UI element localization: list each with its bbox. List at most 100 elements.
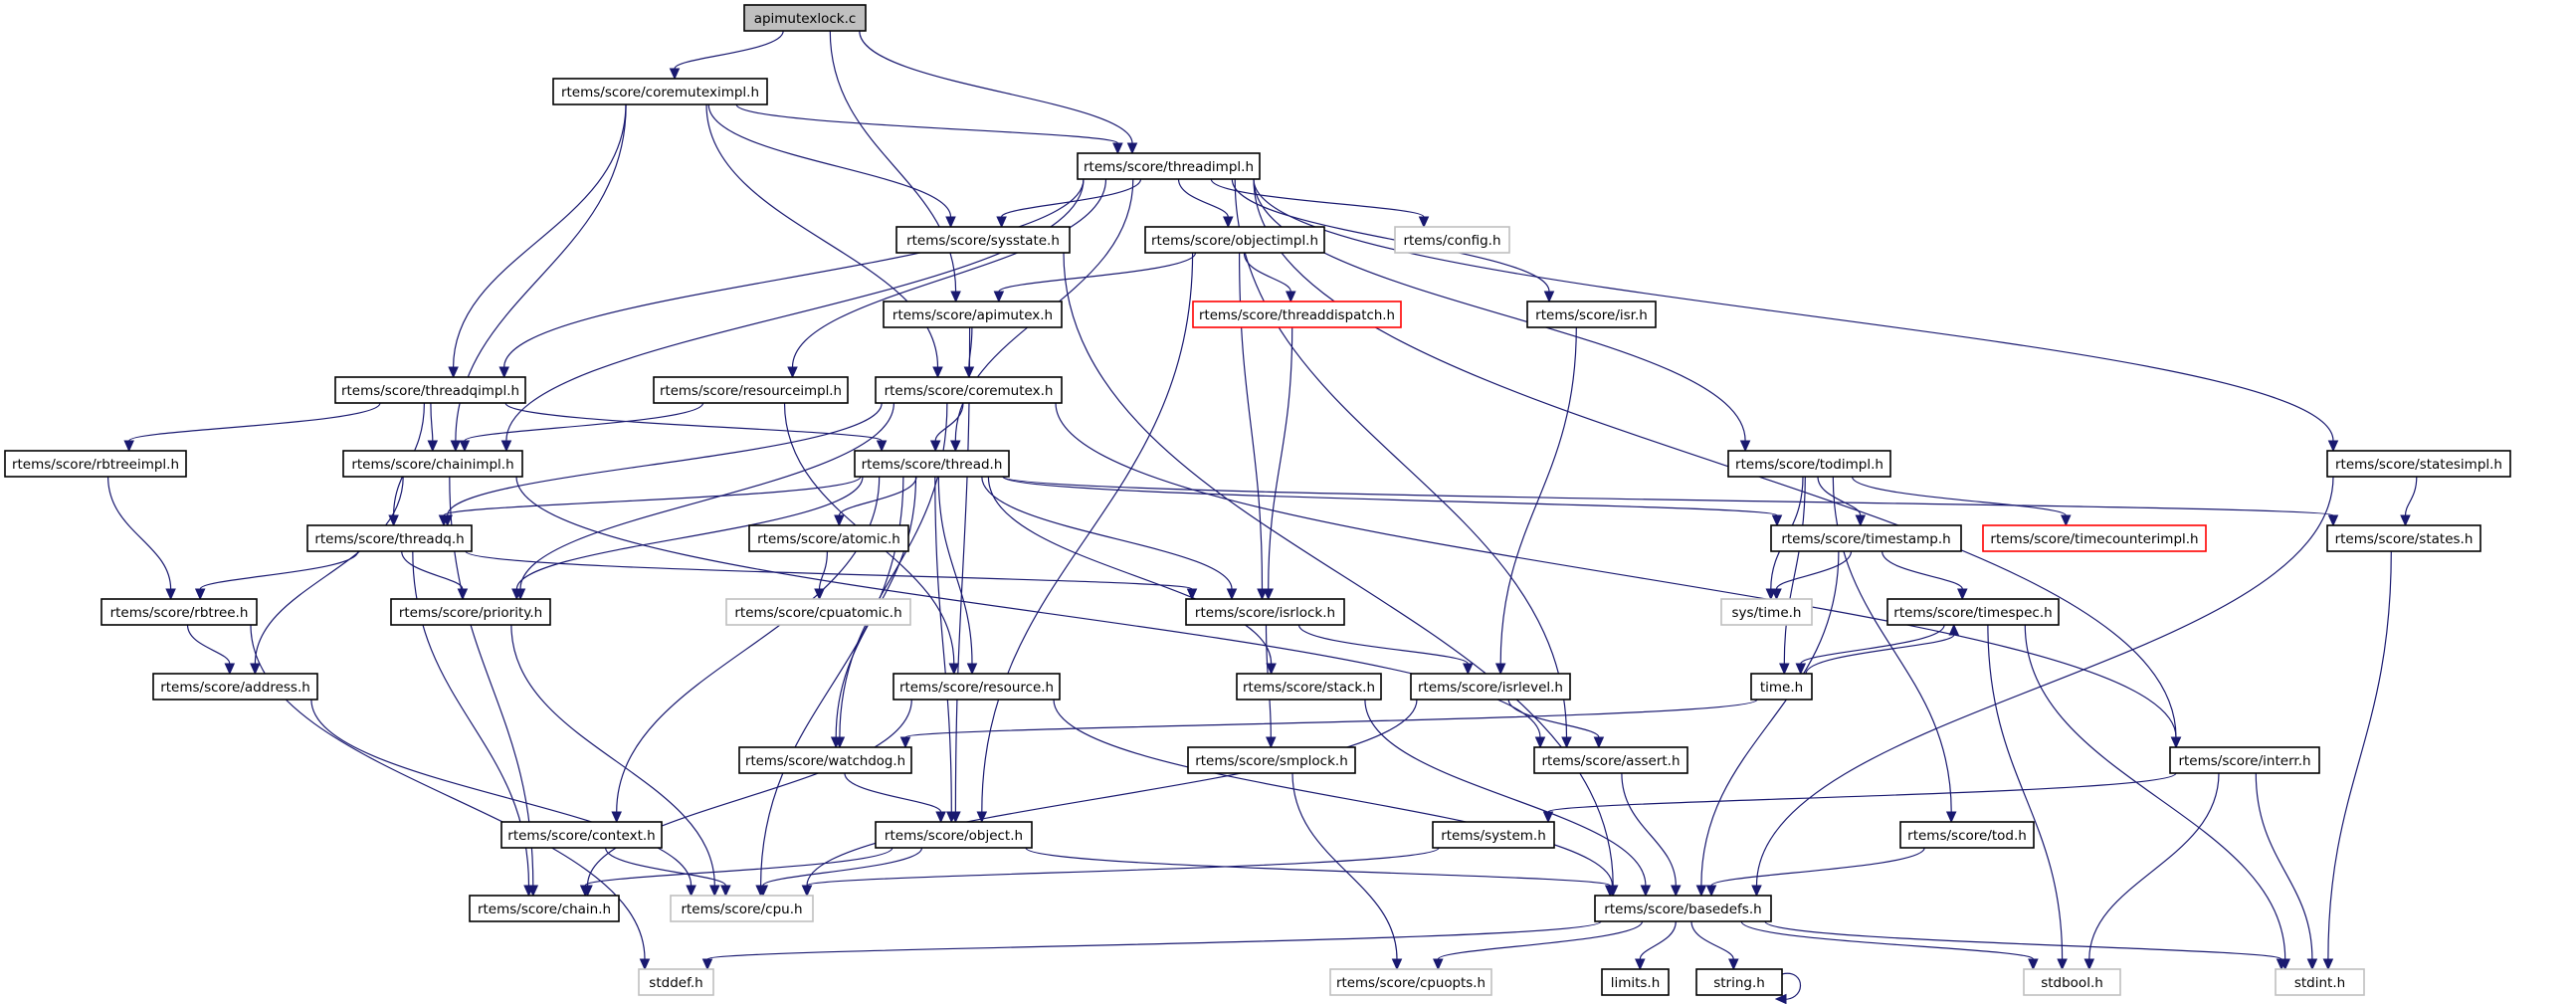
node-stdbool-h[interactable]: stdbool.h — [2023, 968, 2121, 996]
edge-timestamp-h-to-basedefs-h — [1695, 550, 1840, 898]
node-box — [875, 376, 1063, 404]
node-watchdog-h[interactable]: rtems/score/watchdog.h — [738, 746, 912, 774]
node-priority-h[interactable]: rtems/score/priority.h — [390, 598, 551, 626]
edge-object-h-to-chain-h — [579, 847, 893, 898]
node-basedefs-h[interactable]: rtems/score/basedefs.h — [1594, 895, 1772, 922]
node-system-h[interactable]: rtems/system.h — [1432, 821, 1555, 849]
node-coremutex-h[interactable]: rtems/score/coremutex.h — [875, 376, 1063, 404]
edge-chainimpl-h-to-address-h — [250, 476, 404, 676]
edge-apimutexlock-c-to-threadimpl-h — [859, 30, 1138, 155]
node-resourceimpl-h[interactable]: rtems/score/resourceimpl.h — [653, 376, 849, 404]
edge-threadq-h-to-isrlock-h — [465, 550, 1198, 601]
node-interr-h[interactable]: rtems/score/interr.h — [2169, 746, 2320, 774]
node-chainimpl-h[interactable]: rtems/score/chainimpl.h — [342, 450, 523, 478]
arrowhead-icon — [2028, 958, 2039, 971]
node-label: rtems/score/tod.h — [1907, 828, 2027, 844]
arrowhead-icon — [1705, 885, 1717, 898]
node-timespec-h[interactable]: rtems/score/timespec.h — [1886, 598, 2060, 626]
arrowhead-icon — [224, 663, 236, 676]
node-label: time.h — [1760, 680, 1803, 696]
node-atomic-h[interactable]: rtems/score/atomic.h — [748, 524, 909, 552]
arrowhead-icon — [1779, 663, 1790, 676]
node-isrlock-h[interactable]: rtems/score/isrlock.h — [1185, 598, 1345, 626]
node-thread-h[interactable]: rtems/score/thread.h — [854, 450, 1010, 478]
node-isrlevel-h[interactable]: rtems/score/isrlevel.h — [1410, 673, 1571, 701]
node-sysstate-h[interactable]: rtems/score/sysstate.h — [895, 226, 1071, 254]
node-time-h[interactable]: time.h — [1750, 673, 1813, 701]
arrowhead-icon — [1771, 588, 1782, 601]
node-box — [1533, 746, 1688, 774]
arrowhead-icon — [1728, 958, 1739, 971]
arrowhead-icon — [1774, 993, 1787, 1004]
edge-basedefs-h-to-limits-h — [1635, 920, 1677, 971]
node-resource-h[interactable]: rtems/score/resource.h — [892, 673, 1061, 701]
node-stdint-h[interactable]: stdint.h — [2275, 968, 2365, 996]
node-cpuatomic-h[interactable]: rtems/score/cpuatomic.h — [725, 598, 911, 626]
node-threadqimpl-h[interactable]: rtems/score/threadqimpl.h — [334, 376, 526, 404]
arrowhead-icon — [929, 440, 941, 453]
node-cpuopts-h[interactable]: rtems/score/cpuopts.h — [1329, 968, 1492, 996]
node-label: rtems/score/smplock.h — [1195, 753, 1348, 769]
node-stddef-h[interactable]: stddef.h — [638, 968, 714, 996]
node-assert-h[interactable]: rtems/score/assert.h — [1533, 746, 1688, 774]
node-timecounterimpl-h[interactable]: rtems/score/timecounterimpl.h — [1982, 524, 2207, 552]
node-apimutex-h[interactable]: rtems/score/apimutex.h — [883, 301, 1063, 328]
arrowhead-icon — [1112, 142, 1123, 155]
node-chain-h[interactable]: rtems/score/chain.h — [469, 895, 620, 922]
node-box — [1236, 673, 1382, 701]
edge-threadq-h-to-rbtree-h — [194, 550, 359, 601]
arrowhead-icon — [1391, 958, 1403, 971]
node-threadimpl-h[interactable]: rtems/score/threadimpl.h — [1077, 152, 1261, 180]
edge-threadimpl-h-to-isr-h — [1231, 178, 1555, 303]
edge-coremuteximpl-h-to-threadimpl-h — [735, 103, 1123, 155]
node-context-h[interactable]: rtems/score/context.h — [500, 821, 663, 849]
node-box — [306, 524, 473, 552]
edge-threaddispatch-h-to-isrlock-h — [1263, 326, 1293, 601]
node-label: rtems/system.h — [1441, 828, 1546, 844]
edge-timestamp-h-to-timespec-h — [1882, 550, 1968, 601]
edge-thread-h-to-object-h — [934, 476, 957, 824]
node-sys-time-h[interactable]: sys/time.h — [1720, 598, 1813, 626]
arrowhead-icon — [1463, 663, 1474, 676]
node-tod-h[interactable]: rtems/score/tod.h — [1899, 821, 2035, 849]
node-timestamp-h[interactable]: rtems/score/timestamp.h — [1770, 524, 1962, 552]
edge-resourceimpl-h-to-chainimpl-h — [459, 402, 704, 453]
node-threadq-h[interactable]: rtems/score/threadq.h — [306, 524, 473, 552]
edge-basedefs-h-to-stdbool-h — [1740, 920, 2039, 971]
node-coremuteximpl-h[interactable]: rtems/score/coremuteximpl.h — [552, 78, 768, 105]
edge-interr-h-to-system-h — [1542, 772, 2177, 824]
node-label: rtems/score/thread.h — [862, 457, 1003, 473]
node-rbtree-h[interactable]: rtems/score/rbtree.h — [100, 598, 258, 626]
node-threaddispatch-h[interactable]: rtems/score/threaddispatch.h — [1192, 301, 1402, 328]
node-stack-h[interactable]: rtems/score/stack.h — [1236, 673, 1382, 701]
node-objectimpl-h[interactable]: rtems/score/objectimpl.h — [1144, 226, 1325, 254]
node-box — [1770, 524, 1962, 552]
node-object-h[interactable]: rtems/score/object.h — [875, 821, 1033, 849]
arrowhead-icon — [1795, 663, 1807, 676]
edge-basedefs-h-to-cpuopts-h — [1433, 920, 1644, 971]
arrowhead-icon — [1945, 811, 1957, 824]
edge-basedefs-h-to-stdint-h — [1764, 920, 2287, 971]
node-smplock-h[interactable]: rtems/score/smplock.h — [1187, 746, 1356, 774]
arrowhead-icon — [1542, 811, 1554, 824]
arrowhead-icon — [2083, 958, 2095, 971]
node-isr-h[interactable]: rtems/score/isr.h — [1526, 301, 1657, 328]
node-limits-h[interactable]: limits.h — [1601, 968, 1670, 996]
edge-object-h-to-cpu-h — [757, 847, 923, 898]
node-rbtreeimpl-h[interactable]: rtems/score/rbtreeimpl.h — [4, 450, 187, 478]
arrowhead-icon — [1494, 663, 1506, 676]
node-box — [1432, 821, 1555, 849]
node-string-h[interactable]: string.h — [1695, 968, 1783, 996]
edge-thread-h-to-isrlock-h — [981, 476, 1238, 601]
node-statesimpl-h[interactable]: rtems/score/statesimpl.h — [2326, 450, 2511, 478]
arrowhead-icon — [1751, 885, 1762, 898]
node-config-h[interactable]: rtems/config.h — [1394, 226, 1510, 254]
node-box — [1410, 673, 1571, 701]
arrowhead-icon — [1286, 291, 1296, 303]
node-label: rtems/score/coremutex.h — [885, 383, 1054, 399]
node-states-h[interactable]: rtems/score/states.h — [2326, 524, 2481, 552]
node-address-h[interactable]: rtems/score/address.h — [152, 673, 318, 701]
node-todimpl-h[interactable]: rtems/score/todimpl.h — [1727, 450, 1891, 478]
node-cpu-h[interactable]: rtems/score/cpu.h — [670, 895, 814, 922]
node-label: rtems/score/isr.h — [1535, 307, 1648, 323]
